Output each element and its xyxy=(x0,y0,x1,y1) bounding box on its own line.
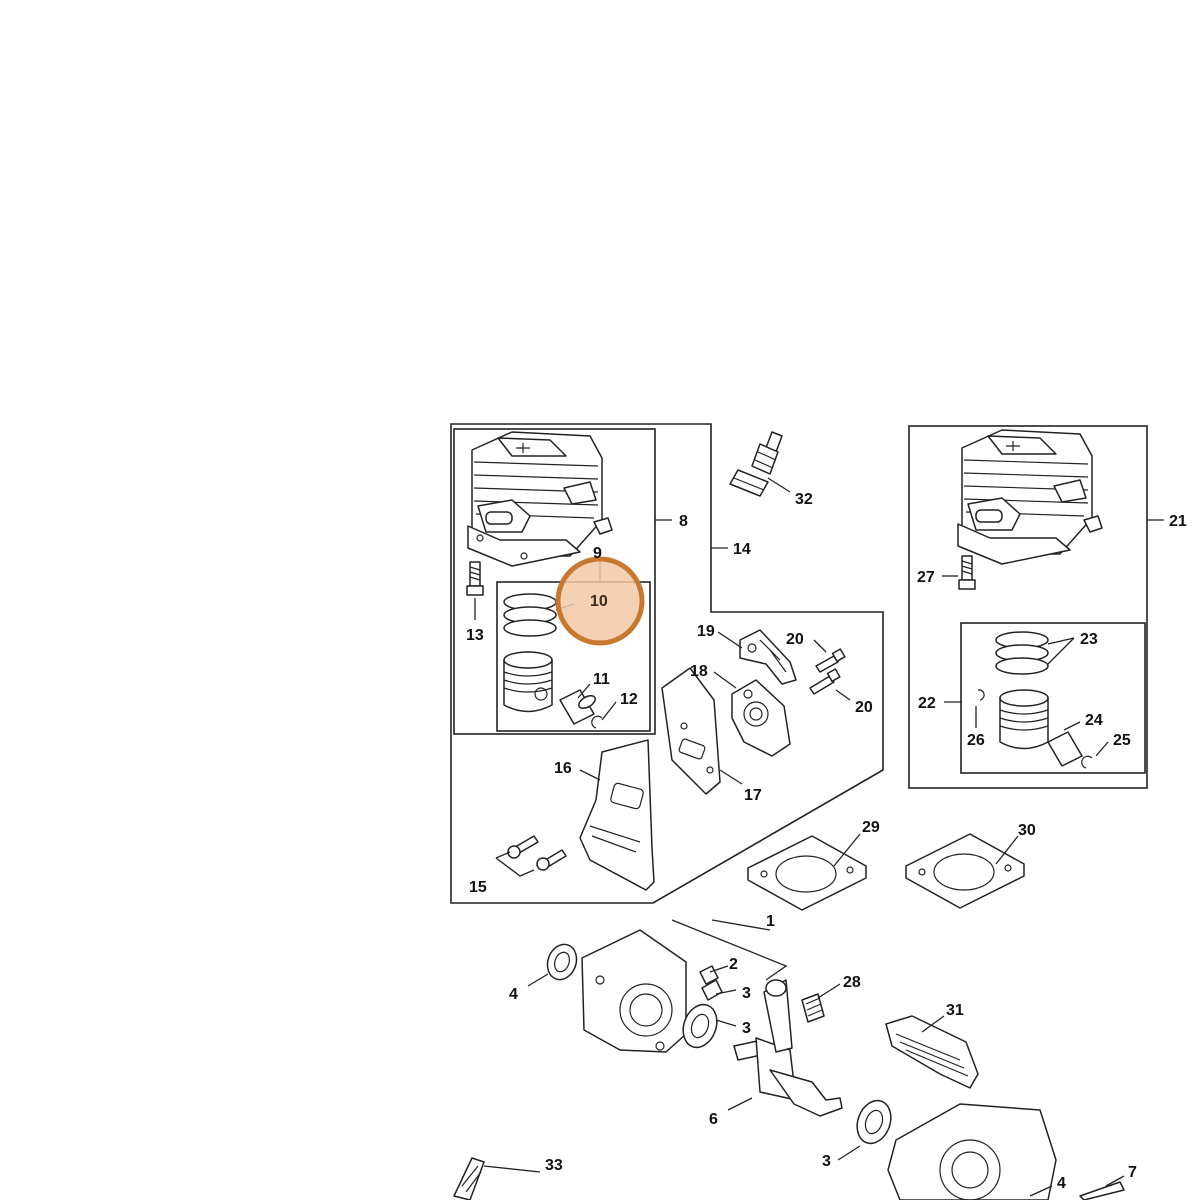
callout-19[interactable]: 19 xyxy=(697,623,715,640)
screw-15-upper-part[interactable] xyxy=(507,835,539,859)
callout-27[interactable]: 27 xyxy=(917,569,935,586)
callout-2[interactable]: 2 xyxy=(729,956,738,973)
callout-29[interactable]: 29 xyxy=(862,819,880,836)
callout-18[interactable]: 18 xyxy=(690,663,708,680)
screw-15-lower-part[interactable] xyxy=(536,849,567,871)
part-33-part[interactable] xyxy=(453,1157,485,1200)
bearing-4-left-part[interactable] xyxy=(543,940,582,983)
callout-22[interactable]: 22 xyxy=(918,695,936,712)
cylinder-8-part[interactable] xyxy=(467,431,613,567)
ignition-module-19-part[interactable] xyxy=(739,629,797,685)
oil-seal-3-lower-part[interactable] xyxy=(851,1096,896,1148)
piston-rings-23-part[interactable] xyxy=(995,631,1049,675)
callout-4-right[interactable]: 4 xyxy=(1057,1175,1066,1192)
group-8-outline xyxy=(453,428,656,735)
callout-15[interactable]: 15 xyxy=(469,879,487,896)
carburetor-18-part[interactable] xyxy=(731,679,791,757)
callout-31[interactable]: 31 xyxy=(946,1002,964,1019)
callout-1[interactable]: 1 xyxy=(766,913,775,930)
callout-21[interactable]: 21 xyxy=(1169,513,1187,530)
callout-9[interactable]: 9 xyxy=(593,545,602,562)
callout-33[interactable]: 33 xyxy=(545,1157,563,1174)
circlip-25-part[interactable] xyxy=(1081,755,1093,769)
piston-pin-24-part[interactable] xyxy=(1047,731,1083,767)
circlip-26-part[interactable] xyxy=(977,689,985,701)
callout-4-left[interactable]: 4 xyxy=(509,986,518,1003)
callout-13[interactable]: 13 xyxy=(466,627,484,644)
screw-27-part[interactable] xyxy=(958,555,976,590)
piston-22-part[interactable] xyxy=(999,689,1049,750)
piston-pin-11-part[interactable] xyxy=(559,689,597,725)
piston-kit-22-outline xyxy=(960,622,1146,774)
crankcase-second-half-part[interactable] xyxy=(887,1103,1057,1200)
callout-7[interactable]: 7 xyxy=(1128,1164,1137,1181)
screw-13-part[interactable] xyxy=(466,561,484,596)
callout-3-mid[interactable]: 3 xyxy=(742,1020,751,1037)
highlight-ring[interactable] xyxy=(555,556,645,646)
crankcase-half-part[interactable] xyxy=(581,929,687,1053)
callout-16[interactable]: 16 xyxy=(554,760,572,777)
cylinder-21-part[interactable] xyxy=(957,429,1103,565)
callout-26[interactable]: 26 xyxy=(967,732,985,749)
oil-seal-3-upper-part[interactable] xyxy=(677,1000,722,1052)
screw-20-lower-part[interactable] xyxy=(809,668,841,695)
callout-6[interactable]: 6 xyxy=(709,1111,718,1128)
callout-20-upper[interactable]: 20 xyxy=(786,631,804,648)
gasket-17-part[interactable] xyxy=(661,667,721,795)
callout-14[interactable]: 14 xyxy=(733,541,751,558)
callout-3-lower[interactable]: 3 xyxy=(822,1153,831,1170)
callout-20-lower[interactable]: 20 xyxy=(855,699,873,716)
callout-25[interactable]: 25 xyxy=(1113,732,1131,749)
screw-7-part[interactable] xyxy=(1079,1181,1125,1200)
gasket-30-part[interactable] xyxy=(905,833,1025,909)
callout-24[interactable]: 24 xyxy=(1085,712,1103,729)
piston-part[interactable] xyxy=(503,651,553,713)
callout-23[interactable]: 23 xyxy=(1080,631,1098,648)
gasket-29-part[interactable] xyxy=(747,835,867,911)
callout-12[interactable]: 12 xyxy=(620,691,638,708)
crankshaft-6-part[interactable] xyxy=(733,979,843,1117)
callout-11[interactable]: 11 xyxy=(593,671,610,688)
callout-32[interactable]: 32 xyxy=(795,491,813,508)
callout-28[interactable]: 28 xyxy=(843,974,861,991)
group-14-outline xyxy=(450,423,884,904)
callout-3-upper[interactable]: 3 xyxy=(742,985,751,1002)
deflector-31-part[interactable] xyxy=(885,1015,979,1089)
group-21-outline xyxy=(908,425,1148,789)
needle-bearing-28-part[interactable] xyxy=(801,993,825,1023)
heat-shield-16-part[interactable] xyxy=(579,739,655,891)
callout-17[interactable]: 17 xyxy=(744,787,762,804)
spark-plug-32-part[interactable] xyxy=(729,431,783,497)
callout-8[interactable]: 8 xyxy=(679,513,688,530)
screw-20-upper-part[interactable] xyxy=(815,648,846,673)
sleeve-3-upper-part[interactable] xyxy=(701,979,723,1001)
callout-10[interactable]: 10 xyxy=(590,593,608,610)
piston-rings-10-part[interactable] xyxy=(503,593,557,637)
callout-30[interactable]: 30 xyxy=(1018,822,1036,839)
circlip-12-part[interactable] xyxy=(591,715,603,729)
callout-labels: 8 14 9 10 11 12 13 32 19 20 20 18 17 16 … xyxy=(466,491,1187,1192)
